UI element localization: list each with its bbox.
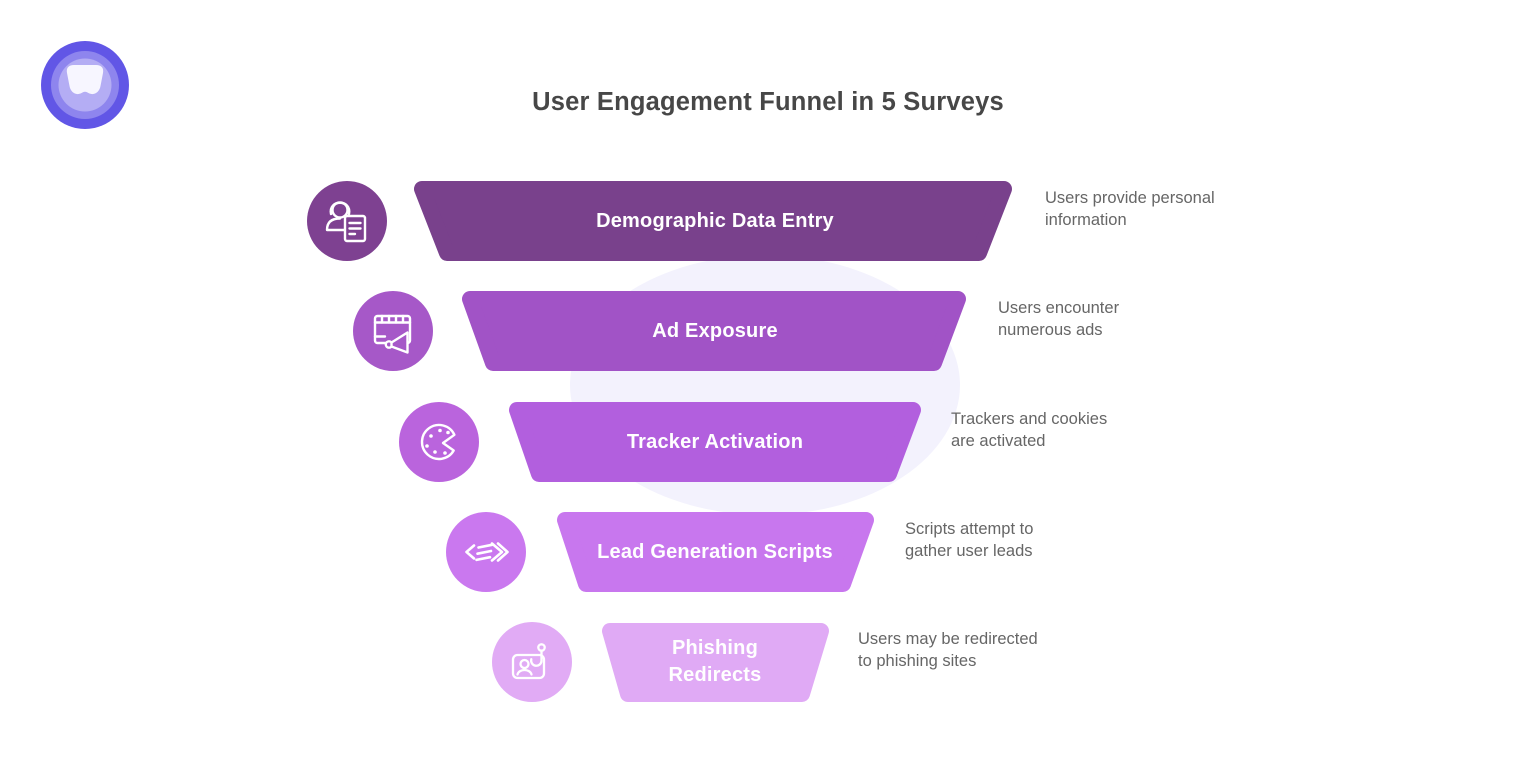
page-title: User Engagement Funnel in 5 Surveys (532, 88, 1004, 116)
funnel-stage-shape (462, 291, 966, 371)
stage-icon-circle (399, 402, 479, 482)
funnel-stage-shape (414, 181, 1012, 261)
logo-glyph (66, 65, 104, 95)
whimsical-logo (41, 41, 129, 129)
funnel-stage-shape (509, 402, 921, 482)
funnel-stage-shape (602, 623, 829, 702)
funnel-stage-shape (557, 512, 874, 592)
stage-icon-circle (353, 291, 433, 371)
